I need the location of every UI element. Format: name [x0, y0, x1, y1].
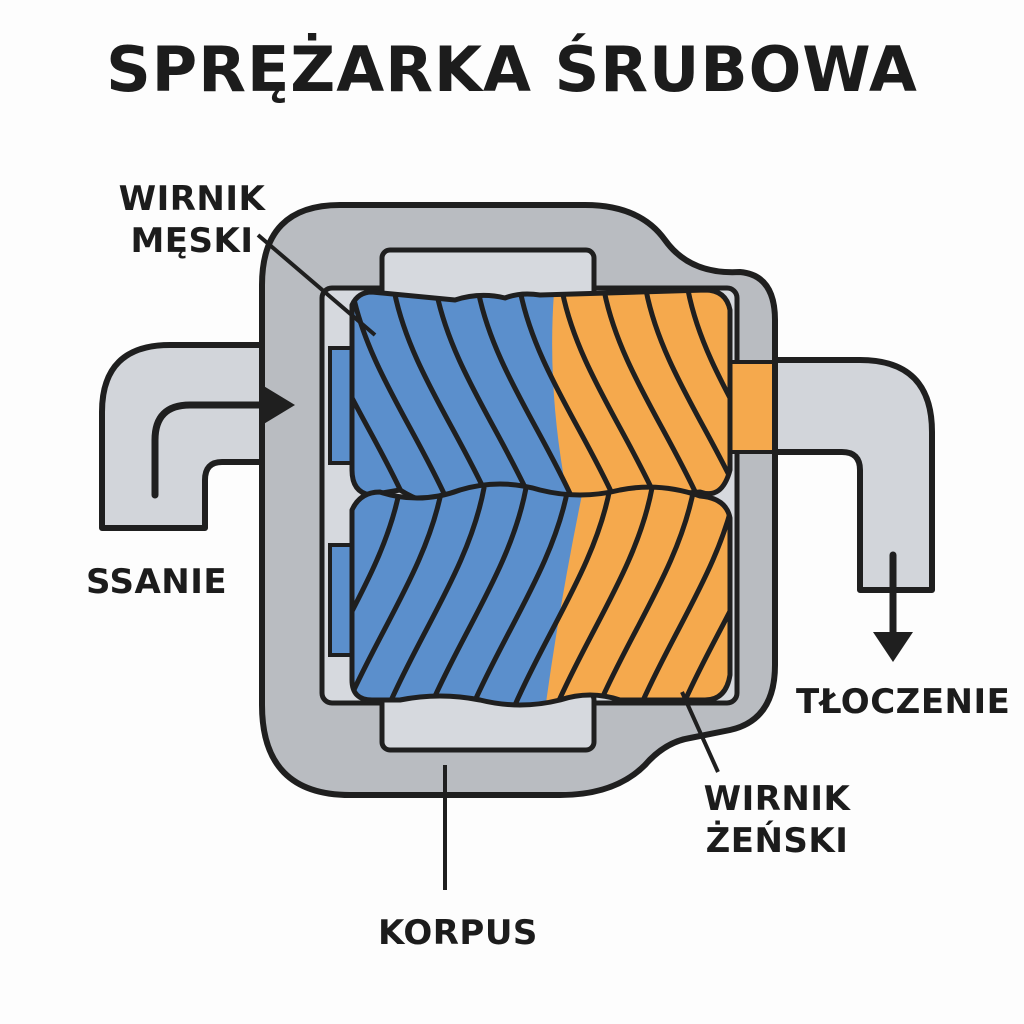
- upper-rotor-helix-line: [559, 290, 660, 503]
- upper-rotor-helix-line: [475, 290, 576, 503]
- upper-rotor-helix-line: [517, 290, 618, 503]
- lower-rotor-helix-line: [352, 485, 403, 705]
- lower-rotor-helix-line: [596, 485, 697, 705]
- female-rotor-leader: [680, 691, 720, 773]
- lower-rotor: [352, 484, 730, 705]
- label-male-rotor-line1: WIRNIK: [118, 179, 266, 219]
- suction-arrow-line: [151, 401, 269, 499]
- label-female-rotor-line1: WIRNIK: [703, 779, 851, 819]
- label-female-rotor-line2: ŻEŃSKI: [705, 821, 849, 861]
- upper-rotor-helix-line: [601, 290, 702, 503]
- discharge-arrow-head: [873, 632, 913, 662]
- discharge-pipe: [757, 357, 935, 593]
- label-male-rotor: WIRNIK MĘSKI: [112, 178, 272, 262]
- upper-rotor-helix-line: [433, 290, 534, 503]
- label-discharge: TŁOCZENIE: [796, 682, 1011, 722]
- lower-rotor-outline: [349, 481, 733, 708]
- label-female-rotor: WIRNIK ŻEŃSKI: [692, 778, 862, 862]
- label-suction: SSANIE: [86, 562, 228, 602]
- lower-rotor-helix-line: [512, 485, 613, 705]
- lower-rotor-helix-line: [352, 485, 445, 705]
- lower-rotor-helix-line: [470, 485, 571, 705]
- upper-rotor-helix-line: [352, 290, 450, 503]
- suction-arrow-head: [262, 385, 295, 425]
- upper-rotor-helix-line: [391, 290, 492, 503]
- label-male-rotor-line2: MĘSKI: [130, 221, 254, 261]
- outlet-block: [724, 360, 776, 454]
- lower-rotor-helix-line: [386, 485, 487, 705]
- label-housing: KORPUS: [378, 913, 538, 953]
- upper-rotor-helix-line: [352, 290, 408, 503]
- lower-rotor-helix-line: [428, 485, 529, 705]
- lower-rotor-helix-line: [680, 485, 730, 705]
- upper-rotor: [352, 290, 730, 506]
- diagram-title: SPRĘŻARKA ŚRUBOWA: [106, 33, 918, 106]
- male-rotor-leader: [256, 233, 377, 337]
- lower-rotor-helix-line: [554, 485, 655, 705]
